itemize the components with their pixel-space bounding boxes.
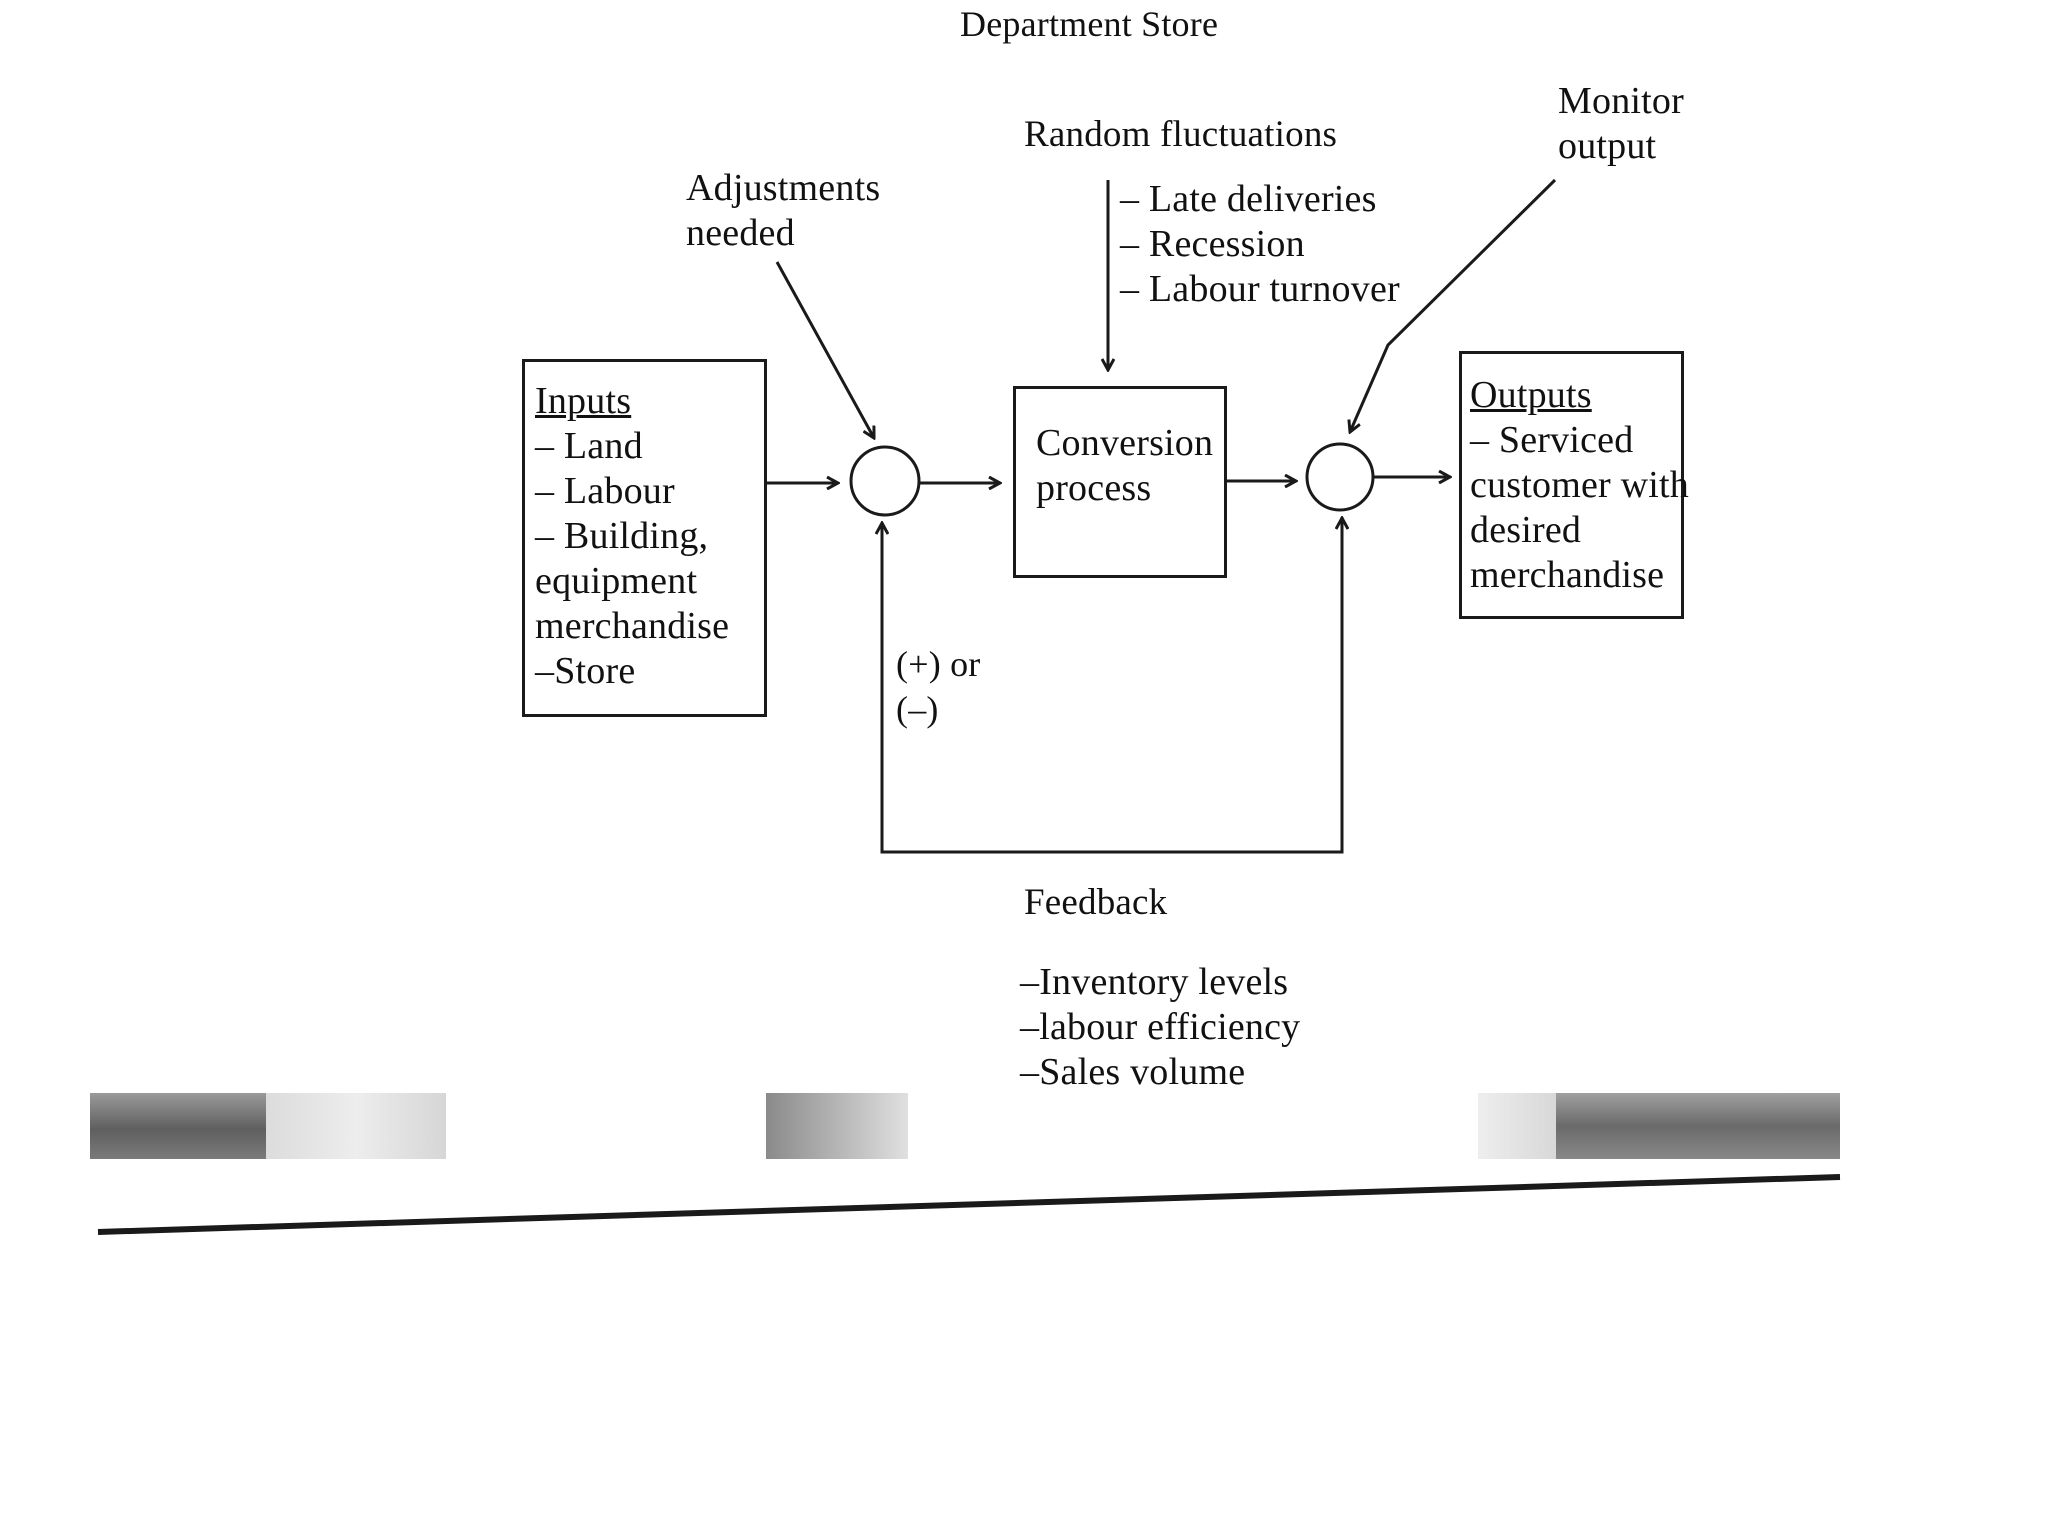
inputs-item: equipment	[535, 560, 698, 602]
arrow-adjustments-needed	[775, 261, 874, 438]
outputs-item: merchandise	[1470, 554, 1665, 596]
outputs-item: customer with	[1470, 464, 1689, 506]
scan-artifact-right-light	[1478, 1093, 1556, 1159]
outputs-item: desired	[1470, 509, 1582, 551]
scan-artifact-left	[90, 1093, 266, 1159]
feedback-loop-line	[882, 517, 1344, 854]
summing-junction-output	[1305, 442, 1375, 512]
inputs-heading: Inputs	[535, 380, 632, 422]
scan-artifact-mid	[766, 1093, 908, 1159]
arrow-monitor-output	[1350, 178, 1557, 432]
outputs-item: – Serviced	[1470, 419, 1634, 461]
scan-page-edge	[97, 1174, 1841, 1235]
monitor-output-label: Monitor output	[1558, 80, 1684, 167]
scan-artifact-left-light	[266, 1093, 446, 1159]
random-fluctuation-item: – Late deliveries	[1120, 178, 1377, 220]
summing-junction-input	[849, 445, 921, 517]
random-fluctuation-item: – Labour turnover	[1120, 268, 1400, 310]
inputs-text: Inputs – Land – Labour – Building, equip…	[535, 379, 729, 694]
inputs-item: – Labour	[535, 470, 675, 512]
adjustments-needed-label: Adjustments needed	[686, 167, 881, 254]
feedback-item: –labour efficiency	[1020, 1006, 1301, 1048]
feedback-label: Feedback	[1024, 882, 1168, 923]
inputs-item: –Store	[535, 650, 636, 692]
feedback-list: –Inventory levels –labour efficiency –Sa…	[1020, 960, 1300, 1095]
outputs-text: Outputs – Serviced customer with desired…	[1470, 373, 1689, 598]
random-fluctuation-item: – Recession	[1120, 223, 1305, 265]
conversion-process-box	[1013, 386, 1227, 578]
inputs-item: – Building,	[535, 515, 709, 557]
outputs-box	[1459, 351, 1684, 619]
inputs-box	[522, 359, 767, 717]
feedback-sign-label: (+) or (–)	[896, 644, 981, 729]
conversion-process-label: Conversion process	[1036, 422, 1214, 509]
feedback-item: –Inventory levels	[1020, 961, 1289, 1003]
inputs-item: – Land	[535, 425, 643, 467]
feedback-item: –Sales volume	[1020, 1051, 1246, 1093]
random-fluctuations-list: – Late deliveries – Recession – Labour t…	[1120, 177, 1400, 312]
diagram-title: Department Store	[960, 4, 1219, 44]
inputs-item: merchandise	[535, 605, 730, 647]
outputs-heading: Outputs	[1470, 374, 1592, 416]
scan-artifact-right	[1556, 1093, 1840, 1159]
random-fluctuations-label: Random fluctuations	[1024, 114, 1338, 155]
